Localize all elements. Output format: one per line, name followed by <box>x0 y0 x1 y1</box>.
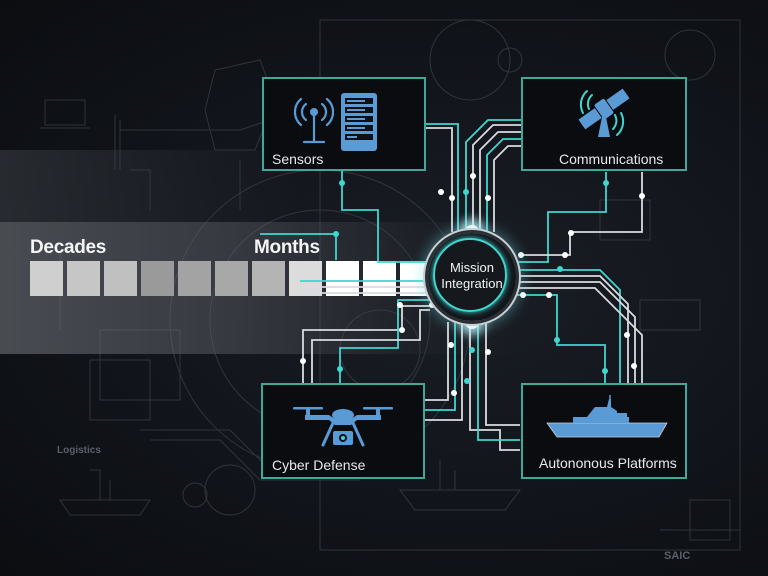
timeline-block <box>178 261 211 296</box>
timeline-band-upper <box>0 150 300 222</box>
drone-icon <box>293 407 393 447</box>
node-sensors[interactable]: Sensors <box>262 77 426 171</box>
timeline-block <box>326 261 359 296</box>
hub-label-line1: Mission <box>449 260 495 275</box>
timeline-block <box>141 261 174 296</box>
node-label: Communications <box>559 151 664 167</box>
antenna-icon <box>294 97 334 144</box>
hub-label-line2: Integration <box>441 276 503 291</box>
logistics-label: Logistics <box>57 445 101 456</box>
hub-ring <box>433 238 507 312</box>
timeline-block <box>289 261 322 296</box>
saic-logo: SAIC <box>664 550 691 562</box>
node-autonomous-platforms[interactable]: Autononous Platforms <box>521 383 687 479</box>
ship-icon <box>546 395 668 438</box>
timeline-block <box>215 261 248 296</box>
node-label: Sensors <box>272 151 324 167</box>
timeline-block <box>400 261 433 296</box>
timeline-block <box>104 261 137 296</box>
mission-integration-hub[interactable]: Mission Integration <box>428 233 516 321</box>
timeline-start-label: Decades <box>30 237 107 258</box>
server-rack-icon <box>341 93 377 151</box>
node-label: Cyber Defense <box>272 457 366 473</box>
node-cyber-defense[interactable]: Cyber Defense <box>261 383 425 479</box>
timeline-block <box>363 261 396 296</box>
node-communications[interactable]: Communications <box>521 77 687 171</box>
node-label: Autononous Platforms <box>539 455 677 471</box>
timeline-block <box>67 261 100 296</box>
timeline-block <box>252 261 285 296</box>
satellite-icon <box>578 88 630 137</box>
timeline-end-label: Months <box>254 237 320 258</box>
timeline-block <box>30 261 63 296</box>
